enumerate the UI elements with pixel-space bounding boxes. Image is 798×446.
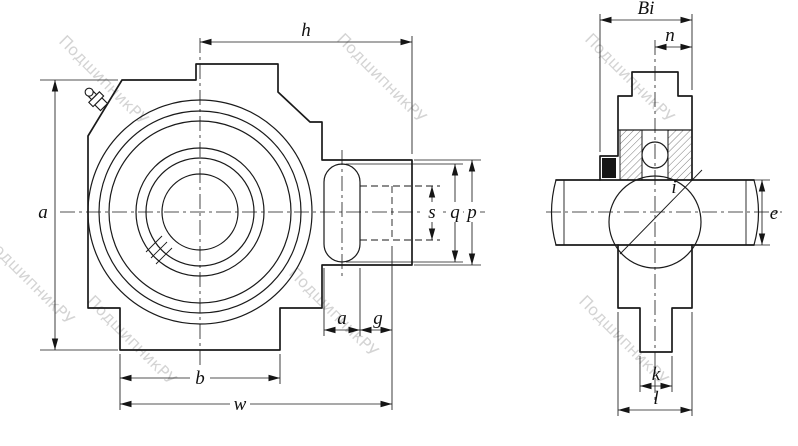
slide-slot [323,163,361,263]
grease-nipple-icon [84,87,109,112]
shaft-end-right [753,179,760,246]
dim-label-n: n [665,25,675,46]
watermark-layer: ПодшипникРУ ПодшипникРУ ПодшипникРУ Подш… [0,29,678,388]
dim-label-i: i [671,177,676,198]
dim-label-bg [464,202,480,222]
housing-boss-circle [87,99,313,325]
dim-label-w: w [234,394,247,415]
dim-label-p: p [465,202,477,223]
bearing-section-right [667,129,693,181]
watermark-text: ПодшипникРУ [581,29,678,126]
drawing-layer: h a s q p a g b w [38,0,782,416]
shaft-fillet-lines [563,180,747,245]
watermark-text: ПодшипникРУ [0,231,78,328]
dim-label-k: k [652,364,661,385]
spherical-seat-circle [608,175,702,269]
dim-label-e: e [770,203,778,224]
setscrew-marks [145,235,173,265]
dim-label-bi: Bi [638,0,655,19]
hidden-hole-lines [360,185,440,241]
inner-ring-circle-1 [135,147,265,277]
dim-label-q: q [450,202,460,223]
shaft-lines [555,179,755,246]
side-view: i Bi n e k l [546,0,782,416]
watermark-text: ПодшипникРУ [83,291,180,388]
housing-outline [87,63,413,351]
nipple-tip [84,87,94,97]
lower-housing-outline [617,244,693,353]
dim-label-h: h [301,20,311,41]
dim-label-a-slot: a [337,308,347,329]
dim-label-g: g [373,308,383,329]
dim-label-a-side: a [38,202,48,223]
dim-label-b: b [195,368,205,389]
front-view: h a s q p a g b w [38,20,485,415]
outer-ring-circle-1 [98,110,302,314]
bore-circle [161,173,239,251]
bore-diameter-line [619,169,703,255]
setscrew-block [602,158,616,178]
dim-label-bg [190,368,210,387]
extension-lines-front [40,36,481,410]
inner-ring-circle-2 [145,157,255,267]
outer-ring-circle-2 [108,120,292,304]
dim-label-bg [447,202,463,222]
bearing-section-left [619,129,643,181]
dim-label-s: s [428,202,435,223]
dim-label-bg [230,394,250,413]
dim-label-l: l [653,388,658,409]
watermark-text: ПодшипникРУ [333,29,430,126]
watermark-text: ПодшипникРУ [285,263,382,360]
shaft-end-left [550,179,557,246]
dim-label-bg [424,202,440,222]
ball-circle [641,141,669,169]
upper-housing-outline [599,71,693,181]
